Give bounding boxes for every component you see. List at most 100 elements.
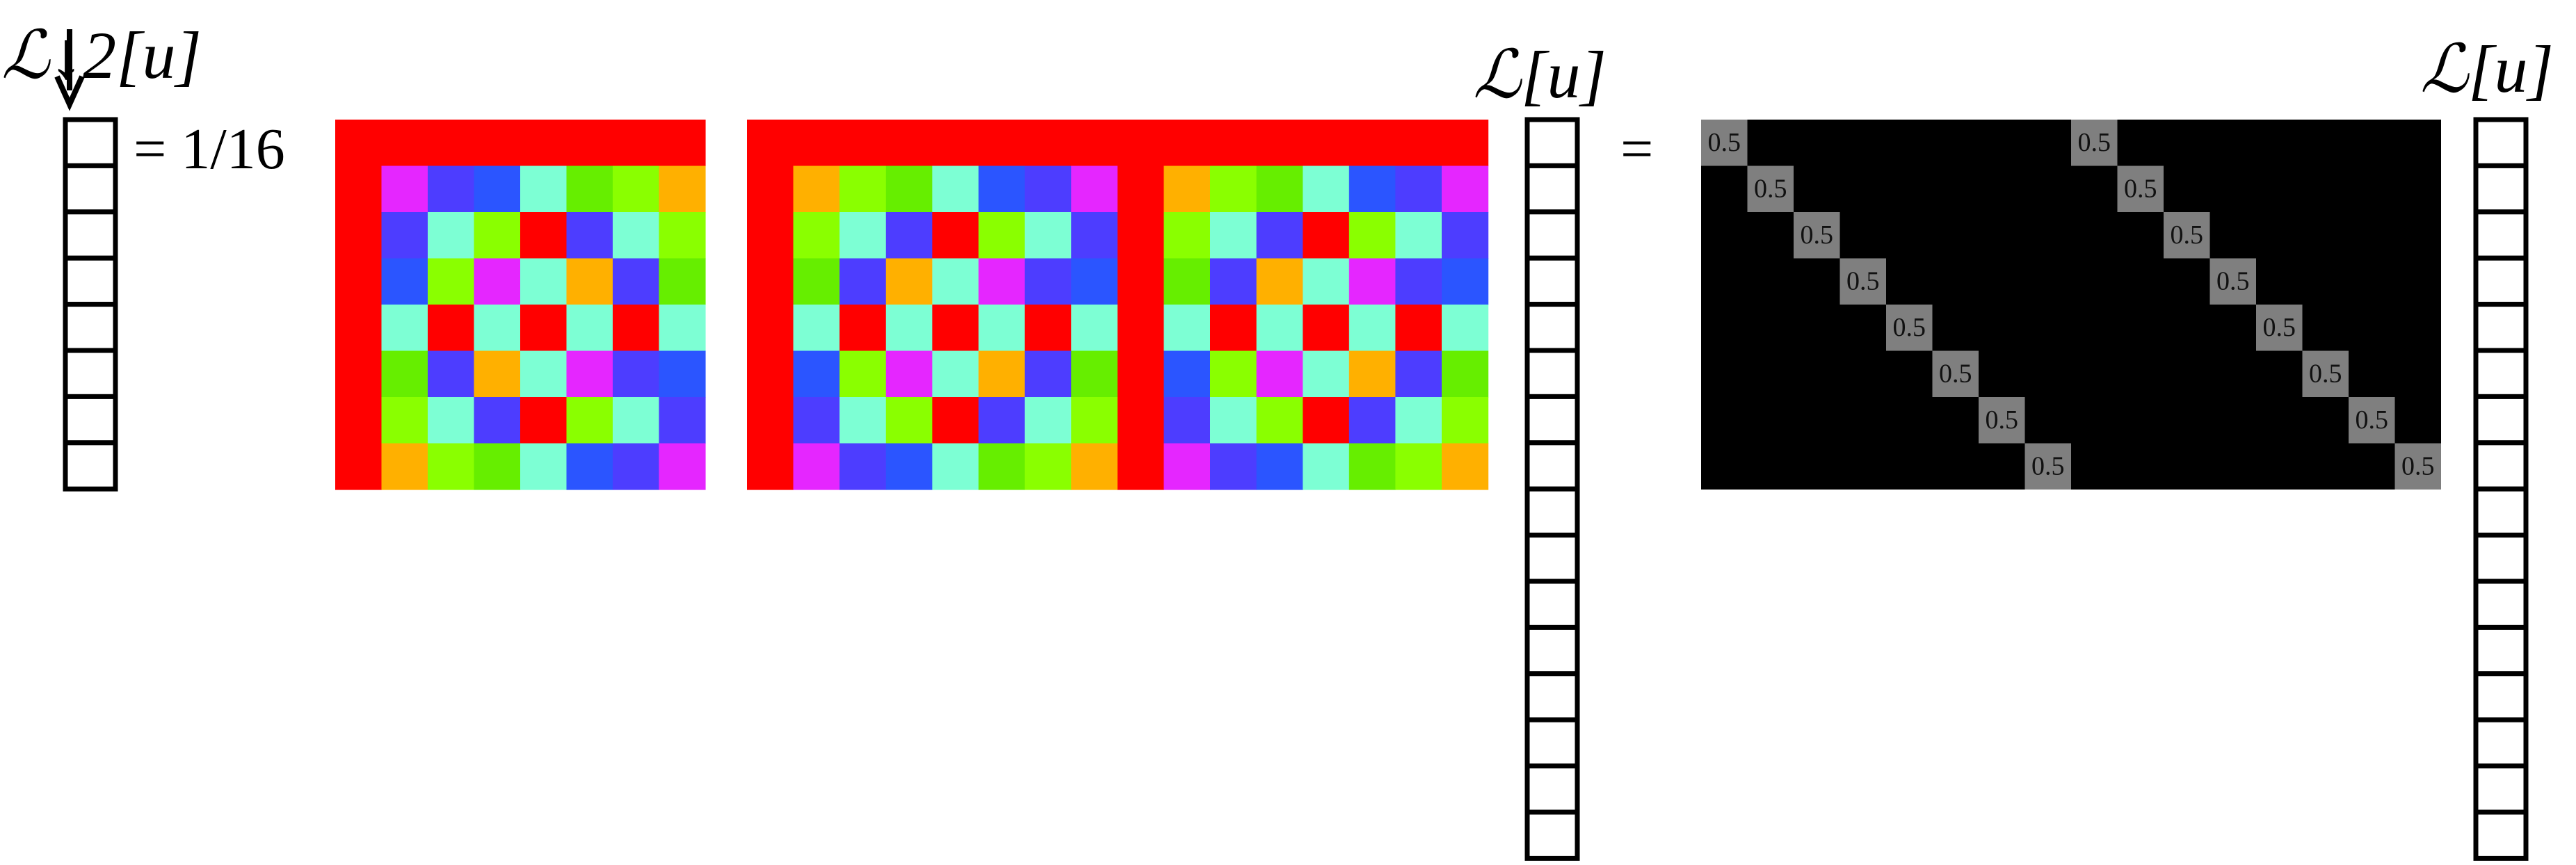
middle-matrix-cell [1349,350,1396,398]
left-matrix-cell [613,258,660,305]
left-matrix-cell [381,258,428,305]
left-matrix-cell [613,212,660,259]
left-vector-cell [63,209,118,261]
diagonal-cell [2302,350,2349,397]
mid-vector-cell [1524,809,1580,861]
middle-matrix-cell [1442,258,1489,305]
middle-matrix-cell [839,397,887,444]
middle-matrix-cell [885,397,933,444]
diagonal-cell [2024,443,2071,490]
middle-matrix-cell [1210,397,1257,444]
right-vector-cell [2473,255,2529,307]
middle-matrix-cell [1164,350,1211,398]
middle-matrix-cell [1395,258,1442,305]
left-matrix-cell [474,397,521,444]
right-vector [2473,117,2529,861]
middle-matrix-cell [1164,397,1211,444]
middle-matrix-cell [1117,258,1164,305]
middle-matrix-cell [1256,443,1303,490]
middle-matrix-cell [1442,305,1489,352]
left-matrix-cell [659,443,706,490]
left-matrix-cell [381,212,428,259]
diagonal-value: 0.5 [1708,128,1741,157]
left-matrix-cell [381,305,428,352]
middle-matrix-cell [1442,443,1489,490]
left-matrix-cell [566,258,613,305]
diagonal-value: 0.5 [2356,405,2389,435]
middle-matrix-cell [1024,212,1072,259]
middle-matrix-cell [1071,443,1118,490]
middle-matrix-cell [747,212,794,259]
middle-matrix-cell [932,120,979,167]
middle-matrix-cell [979,212,1026,259]
right-vector-cell [2473,579,2529,630]
left-matrix-cell [428,258,475,305]
middle-matrix-cell [885,212,933,259]
mid-vector-cell [1524,717,1580,769]
diagonal-value: 0.5 [2078,128,2111,157]
middle-matrix-cell [1303,397,1350,444]
middle-matrix-cell [1303,258,1350,305]
diagonal-value: 0.5 [1893,313,1926,342]
diagonal-value: 0.5 [2171,220,2204,250]
middle-matrix-cell [979,350,1026,398]
middle-matrix-cell [1442,397,1489,444]
middle-matrix-cell [793,212,840,259]
left-matrix-cell [520,350,567,398]
right-vector-cell [2473,763,2529,815]
left-matrix-cell [566,165,613,213]
middle-matrix-cell [793,165,840,213]
mid-vector-cell [1524,579,1580,630]
middle-matrix-cell [979,397,1026,444]
middle-matrix-cell [932,258,979,305]
left-matrix-cell [613,350,660,398]
middle-matrix-cell [932,350,979,398]
middle-matrix-cell [1164,258,1211,305]
middle-matrix-cell [1303,305,1350,352]
left-matrix-cell [566,305,613,352]
mid-vector-cell [1524,486,1580,538]
mid-vector-cell [1524,394,1580,446]
mid-vector-cell [1524,302,1580,353]
diagonal-cell [1747,165,1794,212]
middle-matrix-cell [1349,165,1396,213]
middle-matrix-cell [839,305,887,352]
left-vector-cell [63,255,118,307]
middle-matrix-cell [1117,397,1164,444]
mid-vector-cell [1524,533,1580,584]
middle-matrix-cell [1395,212,1442,259]
middle-matrix-cell [747,165,794,213]
middle-matrix-cell [747,443,794,490]
left-matrix-cell [428,397,475,444]
diagonal-value: 0.5 [2031,452,2065,481]
diagonal-cell [1794,212,1840,259]
right-vector-cell [2473,394,2529,446]
middle-matrix-cell [932,443,979,490]
middle-matrix-cell [1071,165,1118,213]
middle-matrix-cell [1442,120,1489,167]
middle-matrix-cell [1349,443,1396,490]
diagonal-value: 0.5 [1754,175,1787,204]
middle-matrix-cell [839,258,887,305]
middle-matrix-cell [1395,443,1442,490]
middle-matrix-cell [1024,397,1072,444]
middle-matrix-cell [932,165,979,213]
middle-matrix-cell [1395,305,1442,352]
middle-matrix-cell [1024,165,1072,213]
right-vector-cell [2473,348,2529,399]
middle-matrix-cell [1256,165,1303,213]
left-matrix-cell [474,350,521,398]
left-matrix-cell [335,258,383,305]
middle-matrix-cell [1256,120,1303,167]
middle-matrix-cell [1024,258,1072,305]
left-matrix-cell [335,305,383,352]
diagonal-value: 0.5 [2309,359,2342,389]
diagonal-cell [1840,258,1886,305]
left-matrix-cell [335,120,383,167]
left-matrix-cell [335,212,383,259]
left-matrix-cell [335,443,383,490]
middle-matrix-cell [1210,350,1257,398]
middle-matrix-cell [1303,350,1350,398]
middle-matrix-cell [1210,212,1257,259]
middle-matrix-cell [839,350,887,398]
